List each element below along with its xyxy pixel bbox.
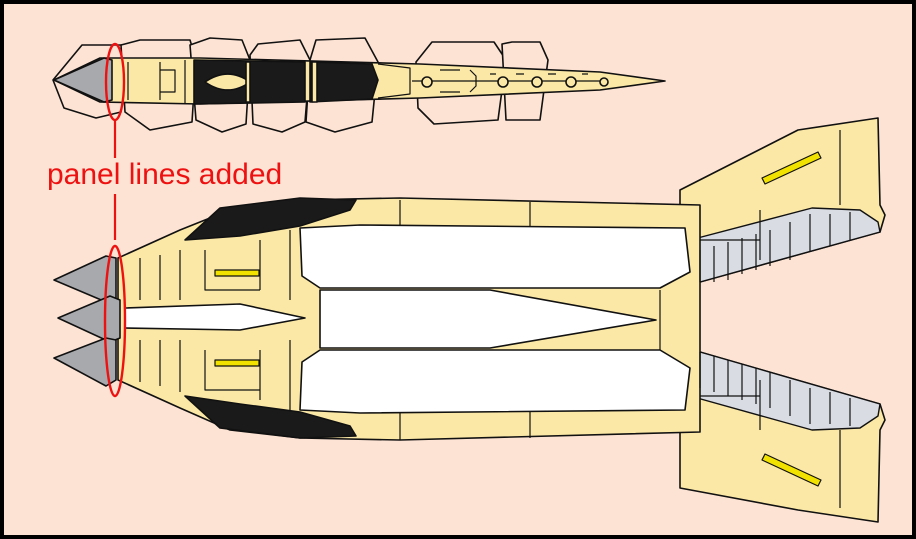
side-porthole [531, 76, 543, 88]
side-porthole [565, 76, 577, 88]
side-stripe [311, 61, 318, 103]
side-porthole [599, 77, 609, 87]
side-view-ship [52, 37, 666, 133]
cockpit-window-center [319, 289, 657, 349]
plan-panel-line [139, 130, 841, 508]
side-porthole [421, 76, 433, 88]
dark-shoulder-upper [184, 197, 357, 241]
side-stripe [245, 61, 251, 103]
yellow-marker [214, 359, 260, 367]
annotation-markers [103, 42, 127, 398]
nose-cone-lower [53, 337, 117, 387]
plan-view-ship [53, 117, 886, 523]
side-porthole [497, 76, 509, 88]
cockpit-window-lower [299, 349, 691, 414]
cockpit-window-upper [299, 224, 691, 289]
nose-cone-upper [53, 255, 117, 303]
dark-shoulder-lower [184, 395, 357, 439]
yellow-marker [761, 453, 822, 487]
yellow-marker [761, 151, 822, 185]
grey-hatch [699, 212, 851, 426]
annotation-label: panel lines added [47, 158, 283, 191]
yellow-marker [214, 269, 260, 277]
highlight-ellipse-bottom [103, 244, 127, 398]
side-dark-panel [309, 61, 379, 103]
side-nose-cone [53, 57, 113, 103]
